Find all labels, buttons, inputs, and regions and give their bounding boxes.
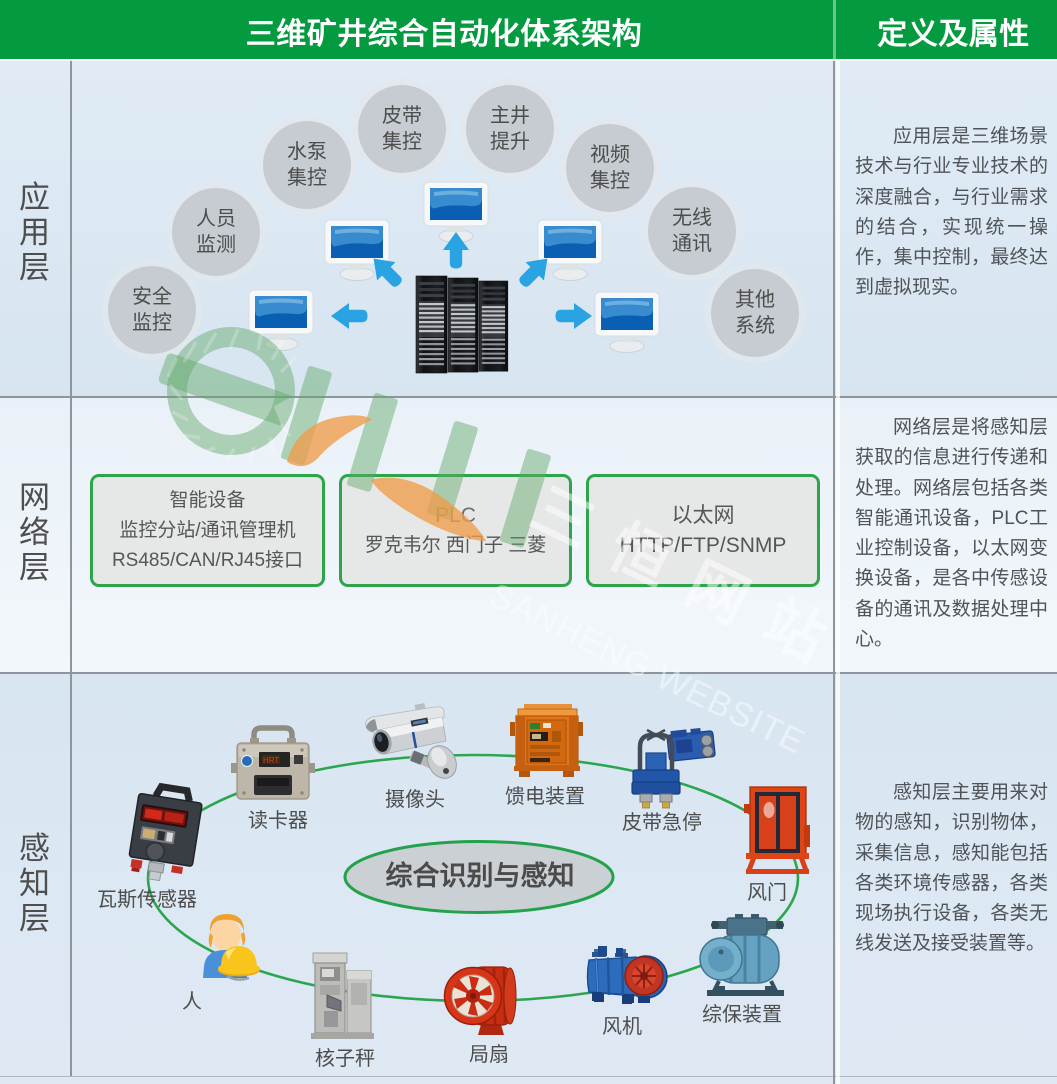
svg-text:综合识别与感知: 综合识别与感知 bbox=[386, 860, 575, 891]
svg-text:HRT: HRT bbox=[263, 756, 279, 765]
